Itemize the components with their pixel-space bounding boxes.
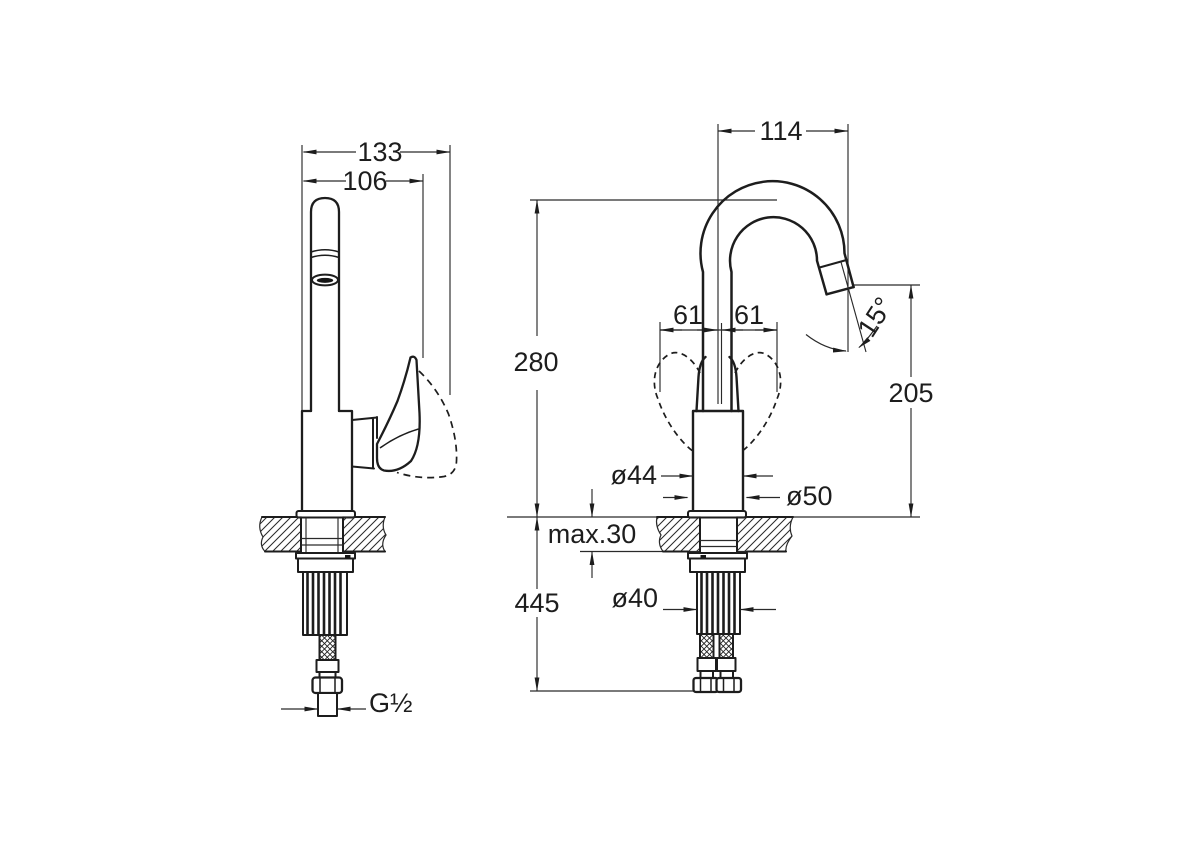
dim-spout-reach-label: 114 <box>759 116 802 146</box>
dim-swing-left-label: 61 <box>673 300 703 330</box>
connection-tube <box>317 692 338 717</box>
hose-nut <box>311 676 344 695</box>
dim-swing-right-label: 61 <box>734 300 764 330</box>
dim-handle-swing: 61 61 <box>659 300 778 333</box>
dim-spout-height-label: 280 <box>513 347 558 377</box>
outlet-cuff <box>818 259 848 269</box>
countertop-hatch-left <box>655 516 701 553</box>
side-spout <box>309 196 341 413</box>
dim-overall-width: 133 <box>302 137 451 167</box>
dim-thread-size: G½ <box>281 688 413 718</box>
front-body <box>691 355 745 513</box>
dim-hole-diameter-label: ø40 <box>611 583 658 613</box>
dim-hose-drop: 445 <box>514 516 560 692</box>
side-handle <box>375 355 458 479</box>
dim-hose-drop-label: 445 <box>514 588 559 618</box>
dim-handle-reach: 106 <box>302 166 424 196</box>
braided-hose-left <box>699 633 715 659</box>
dim-base-diameter: ø50 <box>663 481 833 511</box>
dim-outlet-height: 205 <box>888 284 934 518</box>
dim-thread-size-label: G½ <box>369 688 413 718</box>
countertop-hatch-right <box>736 516 794 553</box>
handle-swing-outline <box>396 370 458 479</box>
base-flange <box>687 510 747 519</box>
dim-base-diameter-label: ø50 <box>786 481 833 511</box>
mounting-nut <box>297 557 354 573</box>
dim-hole-diameter: ø40 <box>611 583 776 613</box>
side-view: 133 106 <box>259 137 458 718</box>
dim-body-diameter: ø44 <box>610 460 773 490</box>
dim-outlet-height-label: 205 <box>888 378 933 408</box>
base-flange <box>295 510 356 519</box>
countertop-hatch-right <box>342 516 387 553</box>
front-view: 114 61 61 15° <box>507 116 934 694</box>
spout-outlet-face <box>825 285 855 296</box>
countertop-hatch-left <box>259 516 302 553</box>
side-countertop <box>259 510 387 554</box>
hose-nut-right <box>715 676 743 694</box>
front-extension-lines <box>507 124 920 692</box>
front-handle-swing <box>653 351 782 453</box>
dim-spout-height: 280 <box>513 199 559 518</box>
side-body <box>300 409 378 513</box>
braided-hose-right <box>718 633 734 659</box>
side-undercounter <box>295 552 356 717</box>
hose-nut-left <box>692 676 720 694</box>
dim-outlet-angle-label: 15° <box>852 292 899 343</box>
dim-max-deck-thickness: max.30 <box>548 489 637 578</box>
front-spout <box>699 179 855 413</box>
braided-hose <box>318 634 337 661</box>
outlet-axis-line <box>840 261 867 353</box>
dim-overall-width-label: 133 <box>357 137 402 167</box>
mounting-nut <box>689 557 746 573</box>
front-countertop <box>655 510 794 554</box>
side-extension-lines <box>301 145 451 411</box>
dim-handle-reach-label: 106 <box>342 166 387 196</box>
front-undercounter <box>687 552 748 694</box>
dim-max-deck-thickness-label: max.30 <box>548 519 637 549</box>
dim-body-diameter-label: ø44 <box>610 460 657 490</box>
aerator-outline <box>311 273 339 287</box>
aerator-opening <box>316 277 334 283</box>
dim-spout-reach: 114 <box>717 116 849 146</box>
